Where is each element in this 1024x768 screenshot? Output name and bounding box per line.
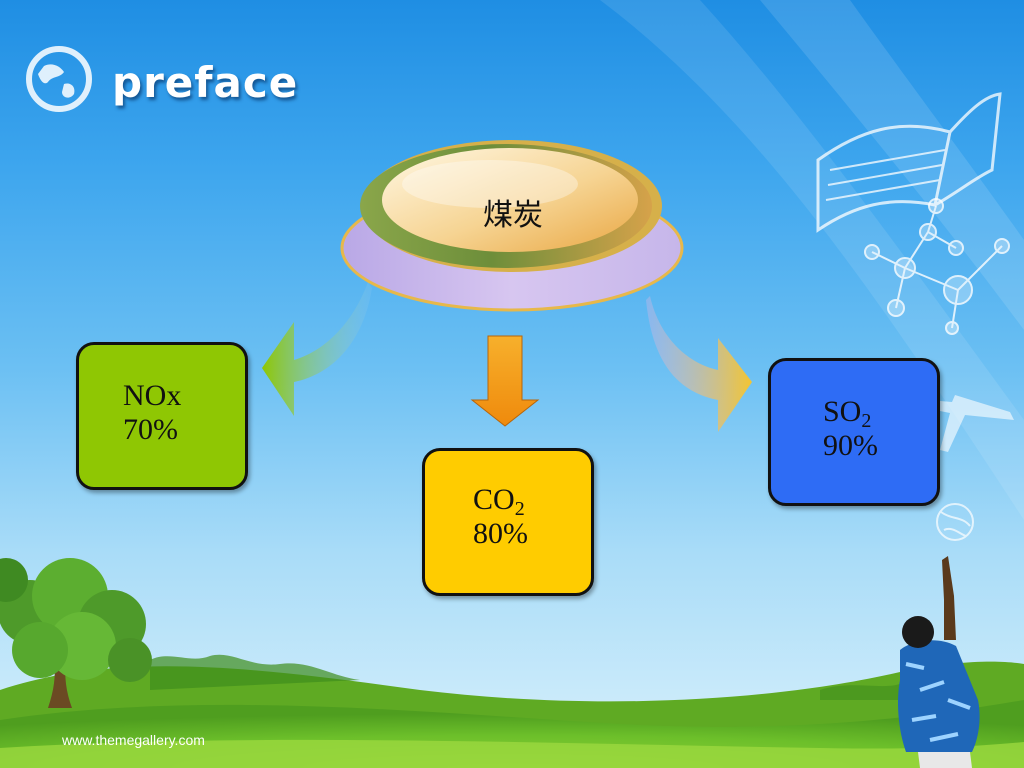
node-so2-value: 90%	[823, 429, 878, 462]
arrow-to-nox	[262, 282, 372, 416]
center-plate	[340, 140, 684, 312]
molecule-icon	[864, 198, 1010, 335]
globe-icon	[26, 46, 92, 112]
arrow-to-co2	[470, 335, 540, 427]
center-label: 煤炭	[483, 198, 543, 233]
earth-small-icon	[936, 503, 974, 541]
node-nox-name: NOx	[123, 379, 182, 412]
node-nox-value: 70%	[123, 413, 178, 446]
book-icon	[816, 92, 1002, 233]
node-nox: NOx 70%	[76, 342, 248, 490]
node-co2: CO2 80%	[422, 448, 594, 596]
footer-url: www.themegallery.com	[62, 732, 205, 748]
arrow-to-so2	[646, 296, 752, 432]
slide-title: preface	[112, 58, 299, 107]
node-co2-value: 80%	[473, 517, 528, 550]
person-illustration	[898, 556, 980, 768]
node-so2: SO2 90%	[768, 358, 940, 506]
node-co2-name: CO2	[473, 483, 525, 520]
node-so2-name: SO2	[823, 395, 872, 432]
tree-illustration	[0, 558, 152, 708]
